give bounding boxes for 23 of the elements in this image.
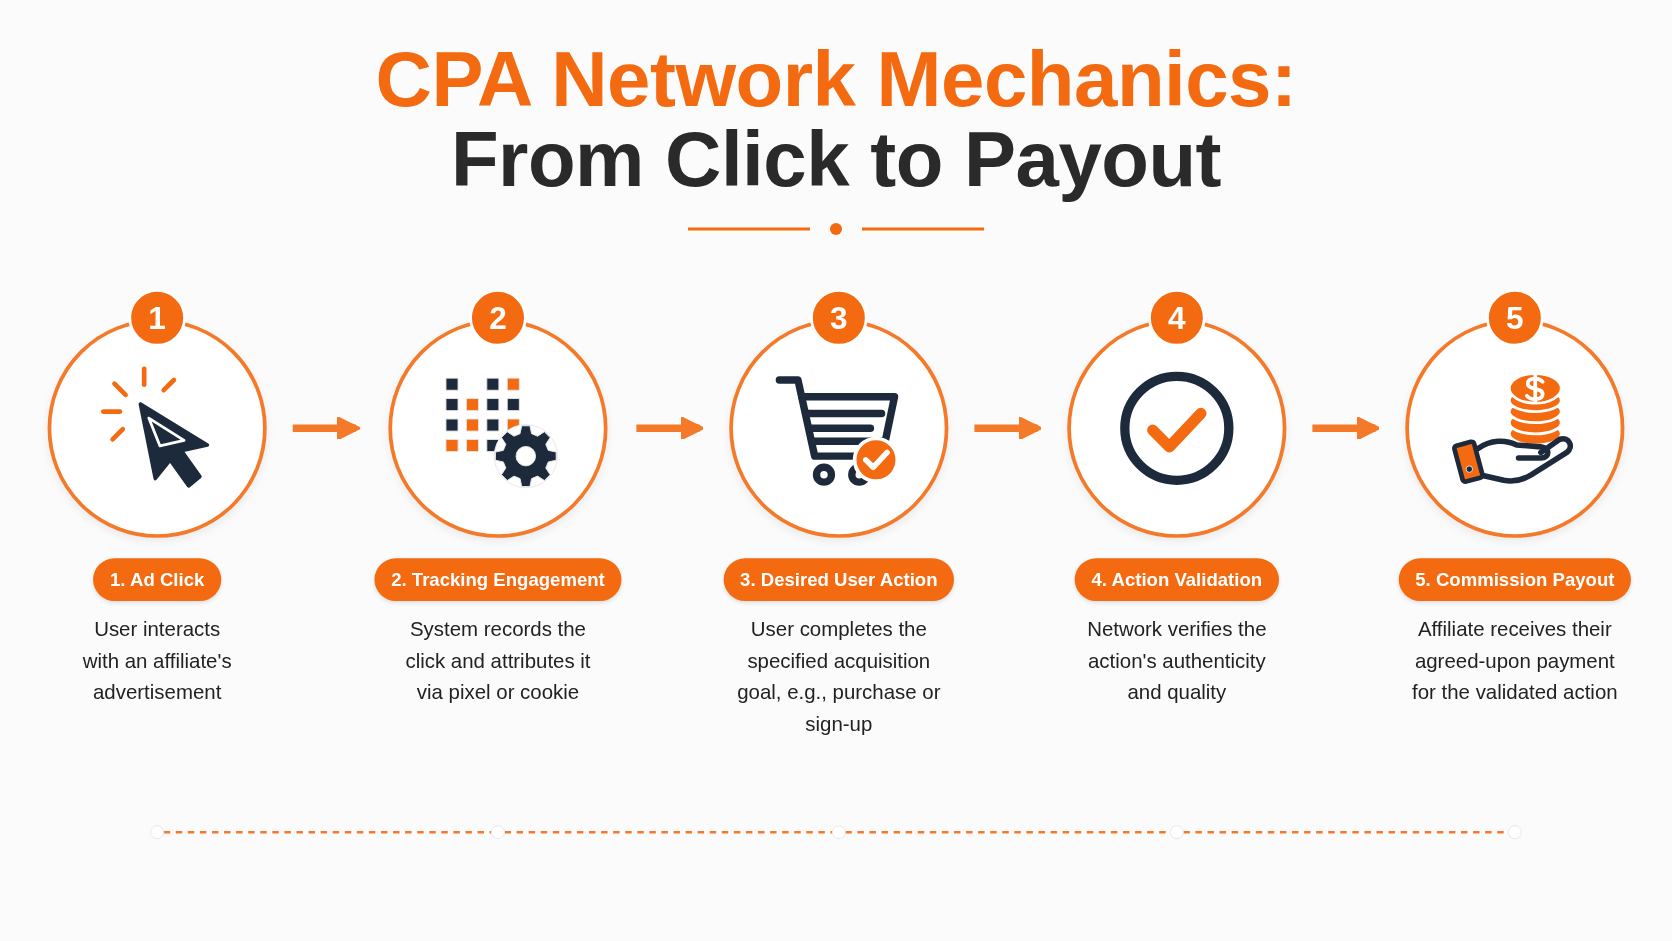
timeline-dot	[1169, 825, 1184, 840]
step-title-pill: 2. Tracking Engagement	[374, 558, 622, 601]
step-description: System records the click and attributes it via pixel or cookie	[404, 616, 592, 707]
dashed-line	[504, 831, 833, 834]
step-title-pill: 4. Action Validation	[1074, 558, 1279, 601]
step-description: Network verifies the action's authenticity and quality	[1086, 616, 1268, 707]
dashed-line	[163, 831, 492, 834]
step-description: User interacts with an affiliate's advertisement	[81, 616, 233, 707]
step-number-badge: 3	[810, 289, 868, 347]
timeline-dot	[831, 825, 846, 840]
step-number-badge: 1	[128, 289, 186, 347]
arrow	[292, 416, 361, 441]
step-description: Affiliate receives their agreed-upon payment for the validated action	[1411, 616, 1619, 707]
timeline-dot	[491, 825, 505, 840]
step-description: User completes the specified acquisition goal, e.g., purchase or sign-up	[736, 616, 942, 738]
step-title-pill: 1. Ad Click	[93, 558, 221, 601]
step-number-badge: 5	[1486, 289, 1544, 347]
diagram-title: CPA Network Mechanics: From Click to Payout	[374, 40, 1298, 200]
step-title-pill: 3. Desired User Action	[723, 558, 955, 601]
step-title-pill: 5. Commission Payout	[1398, 558, 1632, 601]
step-number-badge: 2	[469, 289, 527, 347]
timeline-dot	[150, 825, 165, 840]
step-number-badge: 4	[1148, 289, 1206, 347]
